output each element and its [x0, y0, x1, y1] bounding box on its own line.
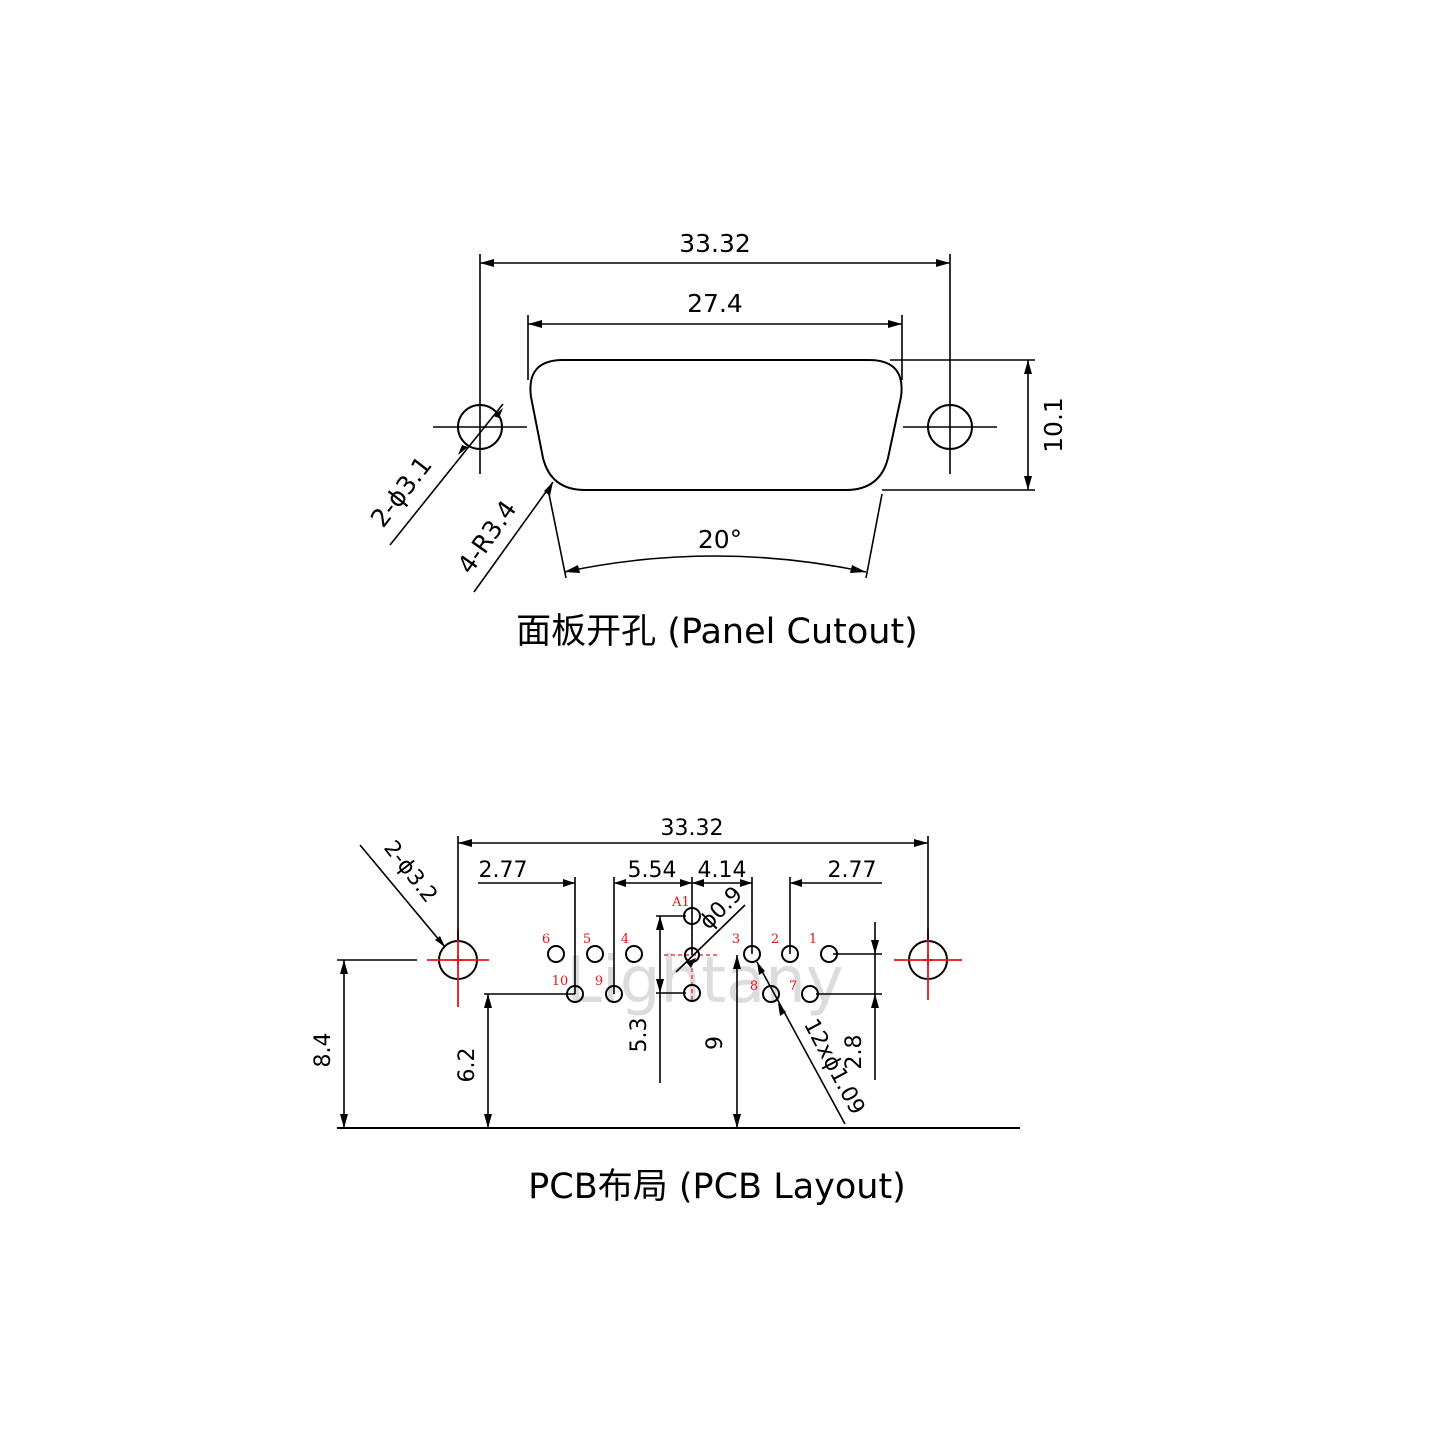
- panel-overall-width-extension-lines: [479, 254, 951, 380]
- panel-radius-label: 4-R3.4: [452, 495, 523, 579]
- pcb-mid-col-label: 5.3: [627, 1018, 652, 1053]
- panel-height-arrows: [1024, 360, 1032, 490]
- pcb-height-left-label: 8.4: [311, 1033, 336, 1068]
- pcb-small-pin-leader-arrow: [686, 958, 696, 968]
- panel-cutout-width-extension-lines: [527, 315, 903, 380]
- panel-overall-width-label: 33.32: [679, 229, 751, 258]
- pcb-small-pin-leader-line: [675, 904, 746, 973]
- panel-angle-arc: [563, 555, 867, 573]
- pcb-hole-leader-line: [359, 844, 446, 948]
- pcb-pin-label-7: 7: [789, 979, 797, 994]
- pcb-layout-view: Lightany A1 6 5 4 3 2 1 10 9: [311, 816, 1020, 1207]
- pcb-watermark: Lightany: [566, 944, 843, 1018]
- pcb-hole-leader-arrow: [435, 936, 445, 947]
- pcb-pitch-extension-lines: [574, 877, 791, 994]
- pcb-pin-8: [762, 985, 780, 1003]
- panel-radius-leader-line: [473, 481, 554, 593]
- pcb-pin-label-9: 9: [595, 974, 603, 989]
- pcb-layout-caption: PCB布局 (PCB Layout): [528, 1167, 906, 1207]
- panel-height-label: 10.1: [1039, 397, 1068, 453]
- pcb-height-row-label: 6.2: [455, 1048, 480, 1083]
- panel-cutout-caption: 面板开孔 (Panel Cutout): [516, 612, 918, 652]
- pcb-pin-label-2: 2: [771, 932, 779, 947]
- panel-hole-label: 2-ϕ3.1: [365, 451, 438, 533]
- pcb-mid-col-extension-lines: [656, 915, 686, 994]
- panel-angle-arrows: [564, 565, 866, 573]
- pcb-pitch-arrows: [563, 879, 802, 887]
- pcb-pin-leader-arrows: [757, 962, 786, 1016]
- pcb-right-arrows: [871, 940, 879, 1008]
- pcb-pin-label-4: 4: [621, 932, 629, 947]
- pcb-pin-label-10: 10: [552, 974, 569, 989]
- pcb-left-hole-center-cross: [453, 955, 463, 965]
- panel-hole-leader-line: [389, 403, 504, 546]
- pcb-pin-5: [586, 945, 604, 963]
- pcb-pin-6: [547, 945, 565, 963]
- pcb-hole-label: 2-ϕ3.2: [378, 836, 442, 908]
- pcb-pin-label-1: 1: [809, 932, 817, 947]
- pcb-pin-label-3: 3: [732, 932, 740, 947]
- panel-angle-label: 20°: [698, 525, 742, 554]
- panel-right-hole-centerline: [903, 380, 997, 474]
- panel-hole-leader-arrows: [458, 408, 503, 455]
- panel-left-hole-centerline: [433, 380, 527, 474]
- panel-cutout-view: 33.32 27.4 10.1 2-ϕ3.1 4-R3.4 20° 面板开孔 (…: [365, 229, 1068, 652]
- pcb-mid-pitch-label: 5.54: [628, 858, 677, 883]
- pcb-pin-label-8: 8: [750, 979, 758, 994]
- pcb-center-pitch-label: 4.14: [698, 858, 747, 883]
- panel-d-cutout-outline: [529, 359, 903, 491]
- pcb-height-row-arrows: [484, 994, 492, 1128]
- pcb-right-label: 2.8: [842, 1035, 867, 1070]
- pcb-right-hole-center-cross: [923, 955, 933, 965]
- pcb-right-pitch-label: 2.77: [828, 858, 877, 883]
- pcb-pin-4: [625, 945, 643, 963]
- panel-angle-extension-lines: [548, 493, 883, 579]
- pcb-overall-width-label: 33.32: [661, 816, 724, 841]
- pcb-left-pitch-label: 2.77: [479, 858, 528, 883]
- pcb-overall-width-extension-lines: [457, 836, 929, 940]
- pcb-pin-label-a1: A1: [671, 895, 690, 910]
- pcb-height-center-label: 9: [703, 1036, 728, 1050]
- pcb-pin-label-6: 6: [542, 932, 550, 947]
- panel-height-extension-lines: [882, 359, 1035, 491]
- panel-radius-leader-arrow: [544, 482, 553, 496]
- panel-cutout-width-label: 27.4: [687, 289, 743, 318]
- pcb-pin-label-5: 5: [583, 932, 591, 947]
- pcb-pin-leader-line: [756, 961, 846, 1125]
- pcb-right-extension-lines: [816, 953, 882, 995]
